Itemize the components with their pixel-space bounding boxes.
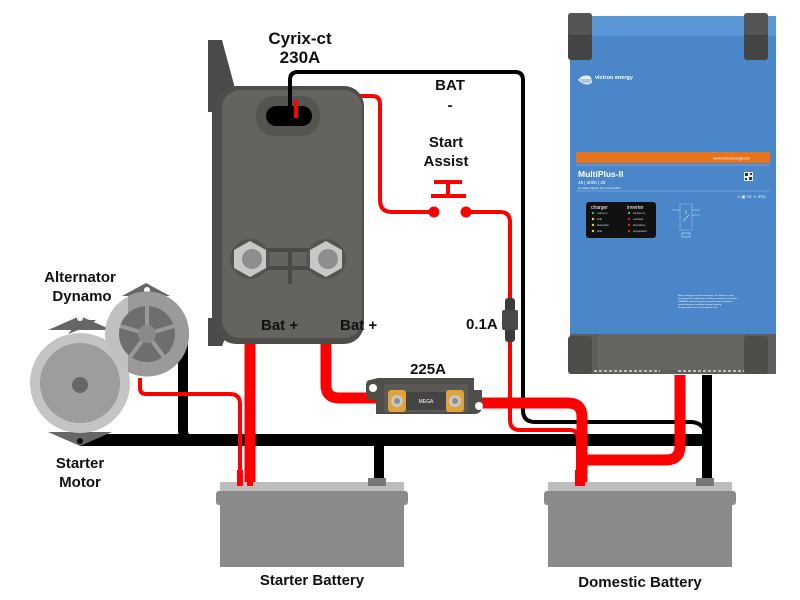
cyrix-terminal-left [230, 239, 270, 279]
inverter-certifications: ⚠ ▣ CE ⚠ IP21 [737, 194, 767, 199]
inverter-led-icon [627, 229, 631, 233]
inverter-warning-text: Before charging read the instructions. F… [678, 294, 739, 309]
start-assist-switch [428, 180, 472, 218]
inverter-mount-bottom-right [744, 336, 768, 374]
inverter-led-label: temperature [633, 229, 648, 233]
cyrix-mega-fuse-wire [320, 270, 396, 404]
charger-led-label: float [597, 229, 602, 233]
charger-led-label: bulk [597, 217, 602, 221]
inverter-led-list: inverter on overload low battery temperatur… [627, 211, 648, 233]
alternator-ground-wire [178, 340, 194, 445]
alternator-dynamo [105, 283, 190, 377]
starter-battery-label: Starter Battery [260, 572, 365, 589]
inverter-wiring-diagram-icon [672, 203, 700, 238]
mega-fuse-domestic-wire [452, 397, 588, 486]
bat-plus-left-label: Bat + [261, 317, 298, 334]
start-assist-label-2: Assist [423, 153, 468, 170]
charger-title: charger [591, 205, 608, 211]
mega-fuse-body-text: MEGA [419, 399, 434, 405]
inverter-orange-stripe [576, 152, 770, 163]
mega-fuse: MEGA [366, 378, 483, 414]
inverter-positive-wire [582, 375, 686, 466]
inverter-led-label: low battery [633, 223, 646, 227]
starter-motor [30, 315, 130, 446]
cyrix-bat-minus-wire [288, 70, 707, 433]
domestic-battery [544, 478, 736, 567]
mega-fuse-rating-label: 225A [410, 361, 446, 378]
inverter-subspec: AC transfer capacity: 32 A | Inverter 23… [578, 187, 621, 190]
cyrix-ct-relay [208, 40, 364, 346]
charger-led-label: mains on [597, 211, 608, 215]
charger-led-icon [591, 211, 595, 215]
cyrix-terminal-right [306, 239, 346, 279]
bat-minus-label: BAT [435, 77, 465, 94]
inverter-body [570, 16, 776, 334]
inline-fuse-label: 0.1A [466, 316, 498, 333]
alternator-label-2: Dynamo [52, 288, 111, 305]
inverter-led-icon [627, 217, 631, 221]
cyrix-rating-label: 230A [280, 48, 321, 67]
inverter-status-panel: charger inverter mains on bulk absorption f… [586, 202, 656, 238]
start-assist-label-1: Start [429, 134, 463, 151]
charger-led-icon [591, 229, 595, 233]
starter-motor-label-1: Starter [56, 455, 105, 472]
inverter-led-icon [627, 211, 631, 215]
inverter-website: www.victronenergy.com [713, 157, 750, 161]
bat-plus-right-label: Bat + [340, 317, 377, 334]
cyrix-name-label: Cyrix-ct [268, 29, 332, 48]
multiplus-ii-inverter: victron energy www.victronenergy.com Mul… [568, 13, 776, 374]
negative-wires [80, 70, 712, 486]
cyrix-busbar [266, 248, 316, 284]
alternator-positive-wire [138, 378, 242, 486]
inverter-title: inverter [627, 205, 644, 211]
charger-led-icon [591, 217, 595, 221]
labels: Cyrix-ct 230A BAT - Start Assist Bat + B… [44, 29, 702, 591]
inverter-brand: victron energy [595, 75, 634, 81]
charger-led-icon [591, 223, 595, 227]
inverter-led-label: inverter on [633, 211, 646, 215]
charger-led-label: absorption [597, 223, 610, 227]
inverter-model: MultiPlus-II [578, 169, 623, 179]
alternator-label-1: Alternator [44, 269, 116, 286]
inverter-led-label: overload [633, 217, 644, 221]
charger-led-list: mains on bulk absorption float [591, 211, 610, 233]
inverter-led-icon [627, 223, 631, 227]
start-assist-to-fuse-wire [468, 210, 580, 486]
bat-minus-sign: - [448, 97, 453, 114]
starter-battery [216, 478, 408, 567]
inline-fuse [502, 298, 518, 342]
victron-logo-icon [578, 75, 592, 85]
inverter-qr-code [744, 172, 753, 181]
inverter-spec: 48 | 3000 | 35 [578, 180, 606, 185]
starter-motor-label-2: Motor [59, 474, 101, 491]
inverter-mount-bottom-left [568, 336, 592, 374]
domestic-battery-label: Domestic Battery [578, 574, 702, 591]
